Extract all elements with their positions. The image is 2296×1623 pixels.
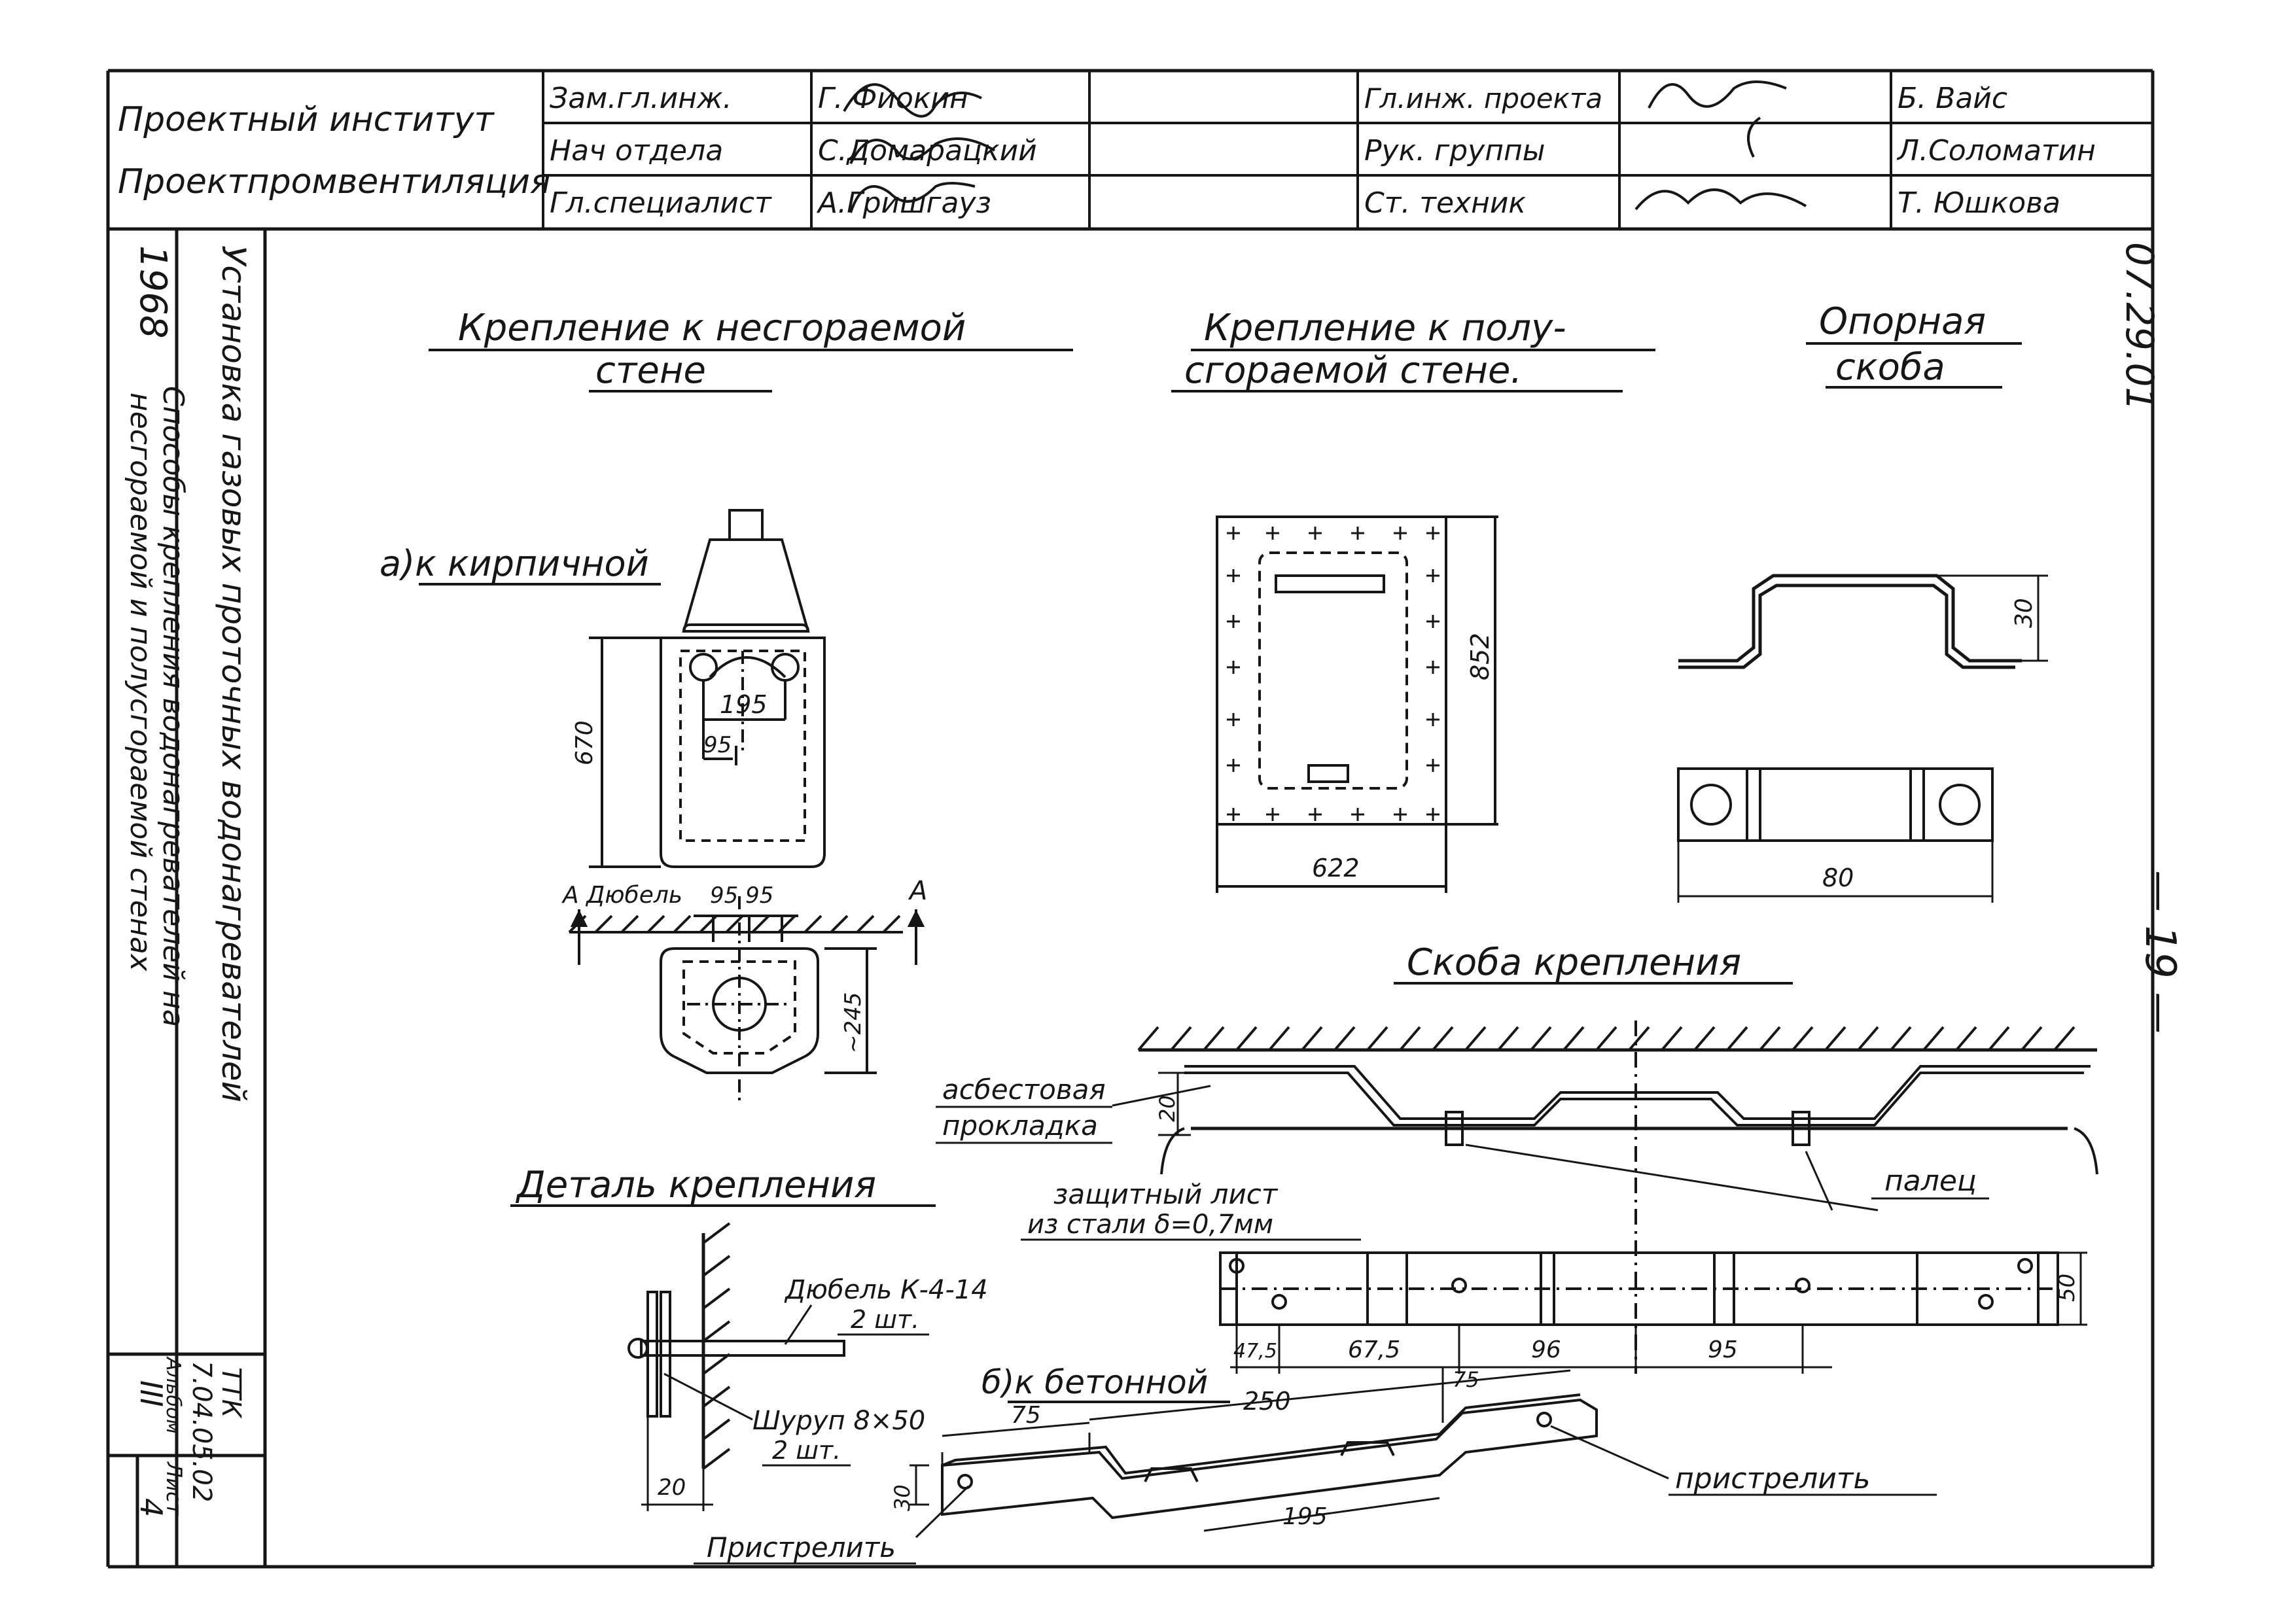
name-solomatin: Л.Соломатин (1896, 134, 2096, 167)
label-shield-1: защитный лист (1053, 1178, 1279, 1210)
dim-67-5: 67,5 (1348, 1336, 1400, 1363)
support-bracket-top (1677, 767, 1994, 903)
dim-670: 670 (571, 720, 598, 765)
institute-line2: Проектпромвентиляция (118, 162, 550, 201)
institute-line1: Проектный институт (118, 100, 495, 139)
dim-250: 250 (1243, 1387, 1291, 1416)
role-chief-project-engineer: Гл.инж. проекта (1364, 82, 1602, 114)
label-brick: а)к кирпичной (380, 543, 649, 584)
name-vais: Б. Вайс (1898, 82, 2007, 115)
sheet-frame (106, 69, 2155, 1569)
label-pin: палец (1884, 1164, 1977, 1198)
side-subtitle-line1: Способы крепления водонагревателей на (156, 386, 190, 1027)
title-semiflammable-2: сгораемой стене. (1184, 349, 1522, 392)
signature-column-2 (1634, 80, 1807, 211)
dim-30-support: 30 (2011, 598, 2038, 628)
side-main-title: Установка газовых проточных водонагреват… (215, 245, 253, 1102)
label-screw: Шуруп 8×50 (752, 1406, 925, 1436)
name-yushkova: Т. Юшкова (1898, 186, 2060, 220)
title-support-2: скоба (1835, 346, 1945, 389)
sheet-label: Лист (162, 1461, 186, 1516)
page-number: — 19 — (2136, 870, 2184, 1034)
support-bracket-side (1678, 574, 2048, 669)
sheet-value: 4 (133, 1498, 169, 1517)
side-panel: 1968 Установка газовых проточных водонаг… (124, 245, 253, 1517)
label-shoot-right: пристрелить (1675, 1462, 1870, 1495)
label-dowel-k: Дюбель К-4-14 (784, 1275, 988, 1305)
dim-47-5: 47,5 (1233, 1340, 1277, 1363)
ttk-label: ТТК (216, 1367, 246, 1419)
dim-195b: 195 (1282, 1503, 1328, 1530)
label-shield-2: из стали δ=0,7мм (1027, 1210, 1273, 1240)
dim-30-concrete: 30 (890, 1484, 915, 1511)
mounting-bracket-plan (1219, 1251, 2087, 1374)
dim-75a: 75 (1011, 1402, 1041, 1429)
album-label: Альбом (162, 1356, 185, 1434)
title-nonflammable-2: стене (595, 349, 706, 392)
dim-95: 95 (703, 732, 732, 758)
side-subtitle-line2: несгораемой и полусгораемой стенах (124, 393, 157, 972)
label-a-right: А (908, 876, 927, 906)
fastening-detail (627, 1222, 845, 1511)
dim-852: 852 (1466, 633, 1494, 680)
label-dowel-k-qty: 2 шт. (851, 1305, 919, 1334)
year: 1968 (132, 245, 174, 339)
name-domaratsky: С.Домарацкий (818, 134, 1037, 167)
label-screw-qty: 2 шт. (772, 1436, 841, 1465)
dim-75b: 75 (1453, 1367, 1479, 1392)
dim-20-detail: 20 (658, 1475, 686, 1501)
name-grishgauz: А.Гришгауз (816, 186, 991, 220)
role-chief-specialist: Гл.специалист (550, 186, 772, 220)
role-senior-technician: Ст. техник (1364, 186, 1526, 220)
dim-195: 195 (720, 690, 768, 719)
label-concrete: б)к бетонной (981, 1363, 1208, 1401)
section-titles: Крепление к несгораемой стене Крепление … (380, 300, 2022, 1207)
plate-nail-marks (1227, 527, 1439, 821)
section-a-a (568, 896, 925, 1106)
heater-brick-front-view (589, 509, 826, 868)
dim-245: ~245 (840, 992, 866, 1053)
dim-96: 96 (1531, 1336, 1561, 1363)
title-detail: Деталь крепления (515, 1164, 876, 1206)
signature-column-1 (843, 83, 996, 213)
dim-20: 20 (1155, 1095, 1180, 1122)
name-fiokin: Г. Фиокин (818, 82, 968, 115)
bracket-concrete-view (910, 1367, 1669, 1539)
dim-80: 80 (1822, 864, 1854, 892)
role-group-leader: Рук. группы (1364, 134, 1545, 167)
label-shoot-left: Пристрелить (707, 1531, 896, 1563)
asbestos-plate-view (1216, 515, 1498, 893)
role-deputy-chief-engineer: Зам.гл.инж. (550, 82, 732, 115)
label-asbestos-2: прокладка (942, 1109, 1098, 1142)
label-asbestos-1: асбестовая (942, 1073, 1106, 1106)
dim-50: 50 (2054, 1274, 2080, 1302)
title-semiflammable-1: Крепление к полу- (1204, 307, 1566, 349)
title-block: Проектный институт Проектпромвентиляция … (118, 71, 2153, 229)
ttk-code: 7.04.05.02 (186, 1361, 217, 1502)
document-number: 07.29.01 (2117, 242, 2162, 411)
mounting-bracket-elevation (1112, 1021, 2098, 1374)
album-value: III (133, 1380, 169, 1407)
dim-95b: 95 (1708, 1336, 1738, 1363)
label-dowel-a: А Дюбель (561, 882, 682, 909)
title-bracket: Скоба крепления (1407, 941, 1741, 984)
title-nonflammable-1: Крепление к несгораемой (458, 307, 966, 349)
title-support-1: Опорная (1819, 300, 1986, 343)
role-head-of-department: Нач отдела (550, 134, 723, 167)
dim-622: 622 (1312, 854, 1360, 882)
dim-95-95: 95 95 (710, 882, 773, 909)
